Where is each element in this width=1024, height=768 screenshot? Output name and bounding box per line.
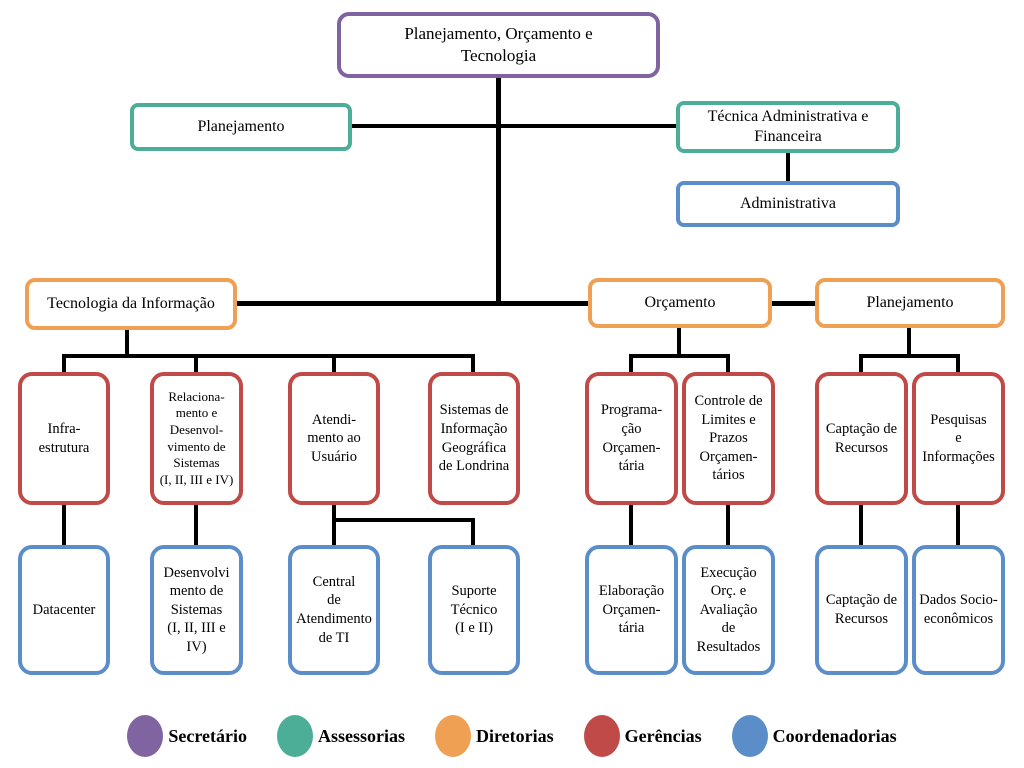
node-coord-elaboracao-label: Elaboração Orçamen- tária bbox=[598, 583, 665, 637]
legend-label-assessorias: Assessorias bbox=[317, 725, 405, 746]
connector-stub-atendimento bbox=[332, 354, 336, 372]
legend-item-diretorias: Diretorias bbox=[435, 715, 554, 757]
node-ger-sig: Sistemas de Informação Geográfica de Lon… bbox=[428, 372, 520, 505]
node-ger-atendimento-label: Atendi- mento ao Usuário bbox=[307, 411, 361, 465]
legend-item-assessorias: Assessorias bbox=[276, 715, 405, 757]
node-coord-suporte: Suporte Técnico (I e II) bbox=[428, 545, 520, 675]
legend-swatch-coordenadorias-icon bbox=[731, 715, 768, 757]
node-diretoria-planejamento-label: Planejamento bbox=[866, 293, 954, 311]
connector-stub-captacao-ger bbox=[859, 354, 863, 372]
connector-trunk-vertical bbox=[496, 78, 501, 306]
node-ger-pesquisas-label: Pesquisas e Informações bbox=[922, 411, 995, 465]
connector-ti-children-horizontal bbox=[62, 354, 475, 358]
connector-programacao-elaboracao bbox=[629, 505, 633, 545]
legend-label-secretario: Secretário bbox=[168, 725, 247, 746]
node-diretoria-planejamento: Planejamento bbox=[815, 278, 1005, 328]
connector-orcamento-stem bbox=[677, 328, 681, 356]
connector-infraestrutura-datacenter bbox=[62, 505, 66, 545]
node-coord-elaboracao: Elaboração Orçamen- tária bbox=[585, 545, 678, 675]
legend-item-coordenadorias: Coordenadorias bbox=[731, 715, 897, 757]
node-coord-captacao: Captação de Recursos bbox=[815, 545, 908, 675]
node-coord-datacenter-label: Datacenter bbox=[32, 601, 96, 618]
node-assessoria-tecnica: Técnica Administrativa e Financeira bbox=[676, 101, 900, 153]
node-ger-relacionamento-label: Relaciona- mento e Desenvol- vimento de … bbox=[159, 388, 234, 487]
connector-captacao-captacao bbox=[859, 505, 863, 545]
node-coord-datacenter: Datacenter bbox=[18, 545, 110, 675]
connector-stub-infraestrutura bbox=[62, 354, 66, 372]
connector-stub-relacionamento bbox=[194, 354, 198, 372]
connector-level3-horizontal-left bbox=[237, 301, 588, 306]
legend-swatch-secretario-icon bbox=[127, 715, 164, 757]
connector-relacionamento-desenvolvimento bbox=[194, 505, 198, 545]
node-diretoria-ti: Tecnologia da Informação bbox=[25, 278, 237, 330]
node-coordenadoria-administrativa-label: Administrativa bbox=[740, 194, 836, 212]
legend-label-coordenadorias: Coordenadorias bbox=[772, 725, 897, 746]
connector-ti-stem bbox=[125, 330, 129, 356]
connector-orcamento-children-horizontal bbox=[629, 354, 730, 358]
connector-planejamento-children-horizontal bbox=[859, 354, 960, 358]
connector-stub-pesquisas bbox=[956, 354, 960, 372]
node-diretoria-ti-label: Tecnologia da Informação bbox=[47, 294, 215, 312]
node-ger-captacao: Captação de Recursos bbox=[815, 372, 908, 505]
node-ger-captacao-label: Captação de Recursos bbox=[825, 420, 898, 456]
legend-label-gerencias: Gerências bbox=[624, 725, 702, 746]
node-assessoria-tecnica-label: Técnica Administrativa e Financeira bbox=[707, 107, 869, 145]
connector-planejamento-stem bbox=[907, 328, 911, 356]
node-coord-central: Central de Atendimento de TI bbox=[288, 545, 380, 675]
node-coord-desenvolvimento-label: Desenvolvi mento de Sistemas (I, II, III… bbox=[163, 564, 230, 655]
node-ger-controle: Controle de Limites e Prazos Orçamen- tá… bbox=[682, 372, 775, 505]
connector-atendimento-children-horizontal bbox=[332, 518, 475, 522]
node-ger-infraestrutura-label: Infra- estrutura bbox=[38, 420, 90, 456]
node-assessoria-planejamento-label: Planejamento bbox=[197, 117, 285, 135]
node-ger-programacao: Programa- ção Orçamen- tária bbox=[585, 372, 678, 505]
connector-atendimento-stem bbox=[332, 505, 336, 522]
legend-label-diretorias: Diretorias bbox=[476, 725, 554, 746]
node-coord-execucao-label: Execução Orç. e Avaliação de Resultados bbox=[696, 564, 761, 655]
node-diretoria-orcamento-label: Orçamento bbox=[644, 293, 716, 311]
node-assessoria-planejamento: Planejamento bbox=[130, 103, 352, 151]
node-coord-dados-label: Dados Socio- econômicos bbox=[919, 592, 998, 627]
node-root-label: Planejamento, Orçamento e Tecnologia bbox=[404, 24, 593, 65]
node-coord-desenvolvimento: Desenvolvi mento de Sistemas (I, II, III… bbox=[150, 545, 243, 675]
connector-pesquisas-dados bbox=[956, 505, 960, 545]
connector-orcamento-planejamento bbox=[772, 301, 815, 306]
connector-stub-controle bbox=[726, 354, 730, 372]
connector-stub-programacao bbox=[629, 354, 633, 372]
node-diretoria-orcamento: Orçamento bbox=[588, 278, 772, 328]
legend: Secretário Assessorias Diretorias Gerênc… bbox=[0, 710, 1024, 762]
node-coord-dados: Dados Socio- econômicos bbox=[912, 545, 1005, 675]
legend-swatch-assessorias-icon bbox=[276, 715, 313, 757]
node-coord-execucao: Execução Orç. e Avaliação de Resultados bbox=[682, 545, 775, 675]
node-coord-central-label: Central de Atendimento de TI bbox=[296, 573, 372, 646]
legend-item-gerencias: Gerências bbox=[583, 715, 702, 757]
node-ger-programacao-label: Programa- ção Orçamen- tária bbox=[600, 402, 663, 475]
node-ger-sig-label: Sistemas de Informação Geográfica de Lon… bbox=[438, 402, 510, 475]
node-ger-infraestrutura: Infra- estrutura bbox=[18, 372, 110, 505]
legend-swatch-diretorias-icon bbox=[435, 715, 471, 757]
connector-controle-execucao bbox=[726, 505, 730, 545]
node-coordenadoria-administrativa: Administrativa bbox=[676, 181, 900, 227]
node-ger-pesquisas: Pesquisas e Informações bbox=[912, 372, 1005, 505]
legend-item-secretario: Secretário bbox=[127, 715, 247, 757]
connector-stub-suporte bbox=[471, 518, 475, 545]
connector-level2-horizontal bbox=[352, 124, 676, 128]
legend-swatch-gerencias-icon bbox=[583, 715, 620, 757]
connector-stub-sig bbox=[471, 354, 475, 372]
node-ger-controle-label: Controle de Limites e Prazos Orçamen- tá… bbox=[694, 393, 763, 484]
connector-stub-central bbox=[332, 518, 336, 545]
node-root: Planejamento, Orçamento e Tecnologia bbox=[337, 12, 660, 78]
node-ger-atendimento: Atendi- mento ao Usuário bbox=[288, 372, 380, 505]
node-ger-relacionamento: Relaciona- mento e Desenvol- vimento de … bbox=[150, 372, 243, 505]
node-coord-suporte-label: Suporte Técnico (I e II) bbox=[450, 583, 498, 637]
node-coord-captacao-label: Captação de Recursos bbox=[825, 592, 898, 627]
connector-tecnica-administrativa bbox=[786, 153, 790, 181]
